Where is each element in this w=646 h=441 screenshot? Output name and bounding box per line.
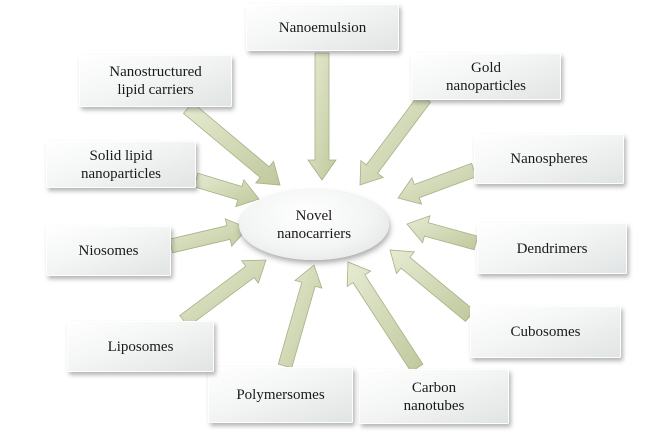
arrow-sln	[193, 172, 260, 208]
arrow-polymersomes	[277, 264, 323, 369]
arrow-liposomes	[179, 259, 267, 328]
node-polymersomes: Polymersomes	[208, 367, 353, 423]
node-gold-nanoparticles: Gold nanoparticles	[411, 53, 561, 100]
arrow-nanoemulsion	[307, 52, 337, 181]
node-dendrimers: Dendrimers	[477, 223, 627, 274]
node-nanospheres: Nanospheres	[474, 134, 624, 184]
arrow-dendrimers	[406, 215, 479, 251]
arrow-nanospheres	[397, 162, 477, 205]
arrow-gold	[359, 93, 432, 186]
arrow-cubosomes	[389, 249, 476, 322]
node-nanoemulsion: Nanoemulsion	[246, 4, 399, 51]
center-node-novel-nanocarriers: Novel nanocarriers	[239, 190, 389, 260]
arrow-nlc	[182, 102, 281, 186]
node-liposomes: Liposomes	[67, 321, 214, 372]
node-cubosomes: Cubosomes	[470, 306, 621, 358]
node-niosomes: Niosomes	[46, 226, 171, 276]
arrow-carbon	[346, 261, 424, 373]
arrow-niosomes	[168, 218, 249, 254]
node-nanostructured-lipid-carriers: Nanostructured lipid carriers	[79, 55, 232, 107]
node-solid-lipid-nanoparticles: Solid lipid nanoparticles	[46, 141, 196, 188]
node-carbon-nanotubes: Carbon nanotubes	[359, 369, 509, 424]
